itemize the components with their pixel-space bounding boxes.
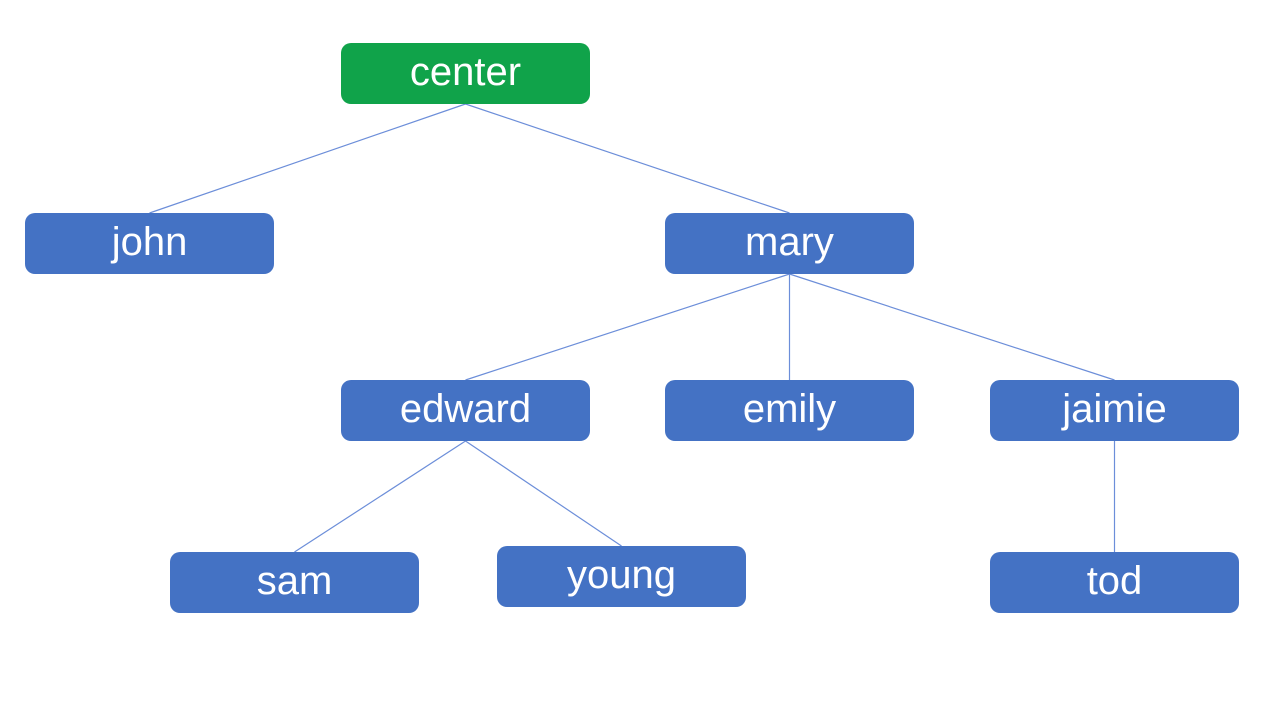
edge-center-john: [149, 103, 466, 214]
node-label-edward: edward: [399, 386, 532, 431]
node-sam[interactable]: sam: [170, 552, 419, 613]
node-tod[interactable]: tod: [990, 552, 1239, 613]
node-mary[interactable]: mary: [665, 213, 914, 274]
node-label-young: young: [567, 552, 676, 597]
node-jaimie[interactable]: jaimie: [990, 380, 1239, 441]
edge-mary-jaimie: [789, 273, 1115, 381]
node-center[interactable]: center: [341, 43, 590, 104]
edge-edward-sam: [294, 440, 466, 553]
node-emily[interactable]: emily: [665, 380, 914, 441]
edge-edward-young: [465, 440, 622, 547]
edge-mary-edward: [465, 273, 790, 381]
node-label-emily: emily: [742, 386, 837, 431]
node-label-john: john: [111, 219, 188, 264]
node-label-mary: mary: [745, 219, 834, 264]
node-john[interactable]: john: [25, 213, 274, 274]
node-label-sam: sam: [256, 558, 333, 603]
node-young[interactable]: young: [497, 546, 746, 607]
node-label-tod: tod: [1086, 558, 1143, 603]
node-label-jaimie: jaimie: [1062, 386, 1167, 431]
edge-center-mary: [465, 103, 790, 214]
node-edward[interactable]: edward: [341, 380, 590, 441]
node-label-center: center: [409, 49, 522, 94]
